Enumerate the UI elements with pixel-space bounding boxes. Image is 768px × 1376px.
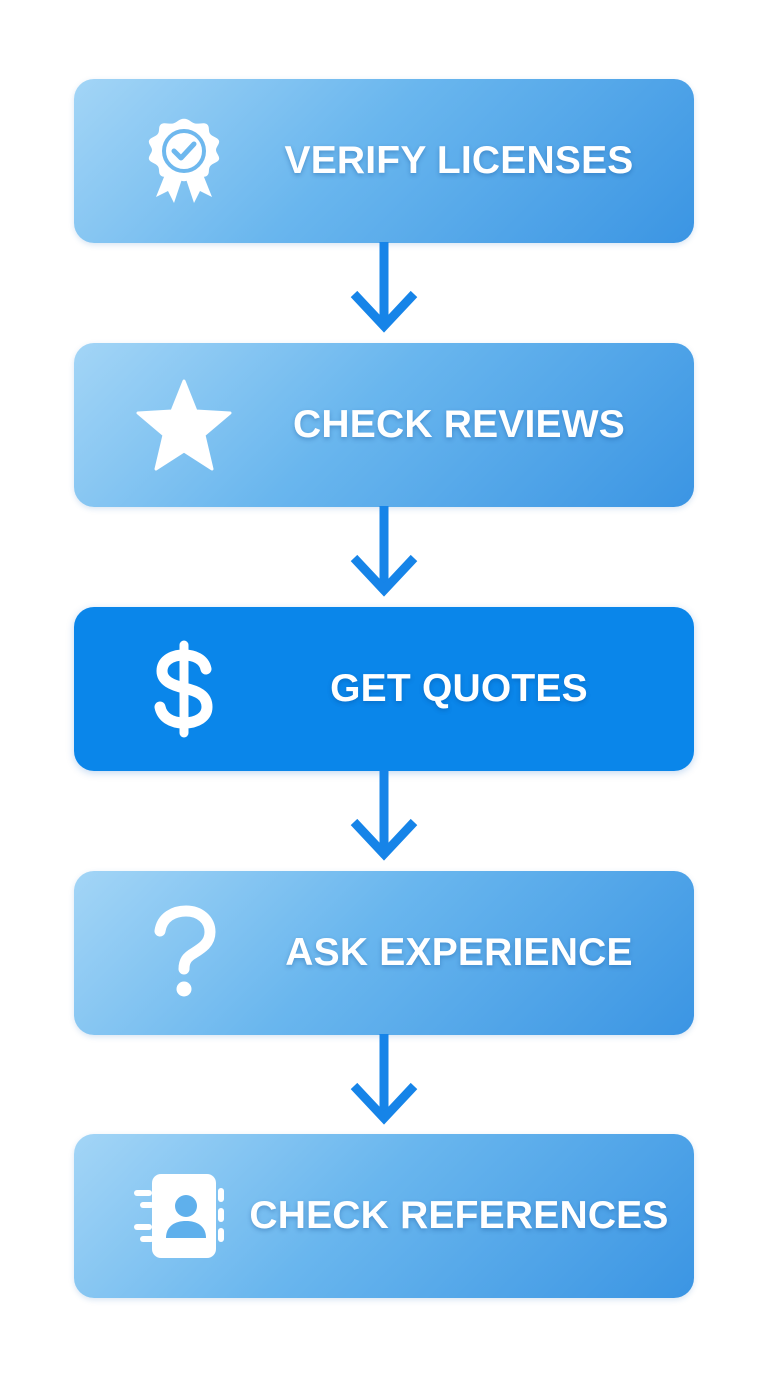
step-verify-licenses: VERIFY LICENSES — [74, 79, 694, 243]
step-get-quotes: GET QUOTES — [74, 607, 694, 771]
step-label: GET QUOTES — [330, 667, 588, 710]
step-check-reviews: CHECK REVIEWS — [74, 343, 694, 507]
step-ask-experience: ASK EXPERIENCE — [74, 871, 694, 1035]
step-label: CHECK REFERENCES — [249, 1194, 669, 1237]
step-label: VERIFY LICENSES — [284, 139, 634, 182]
down-arrow-icon — [344, 242, 424, 336]
dollar-icon — [134, 639, 234, 739]
down-arrow-icon — [344, 1034, 424, 1128]
down-arrow-icon — [344, 506, 424, 600]
award-badge-icon — [134, 111, 234, 211]
step-label: CHECK REVIEWS — [293, 403, 625, 446]
step-check-references: CHECK REFERENCES — [74, 1134, 694, 1298]
contact-book-icon — [134, 1166, 234, 1266]
star-icon — [134, 375, 234, 475]
down-arrow-icon — [344, 770, 424, 864]
question-mark-icon — [134, 903, 234, 1003]
step-label: ASK EXPERIENCE — [285, 931, 633, 974]
